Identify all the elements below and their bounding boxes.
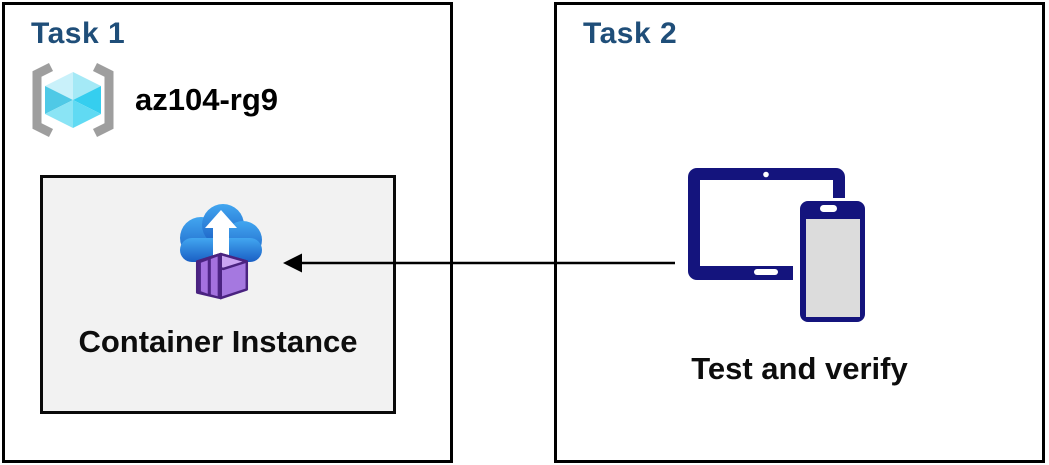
right-bracket: [92, 62, 114, 138]
task1-box: Task 1 az104-rg9: [2, 2, 453, 463]
container-instance-icon: [180, 204, 262, 300]
upload-arrow-icon: [205, 210, 237, 256]
task1-title: Task 1: [31, 17, 126, 50]
home-button: [754, 269, 778, 275]
container-instance-box: Container Instance: [40, 175, 396, 414]
container-instance-label: Container Instance: [78, 324, 358, 359]
left-arrow-icon: [283, 253, 675, 273]
left-bracket: [32, 62, 54, 138]
cube-icon: [45, 72, 101, 128]
phone-screen: [806, 219, 860, 317]
speaker-slot: [820, 205, 837, 212]
test-and-verify-label: Test and verify: [691, 351, 908, 386]
container-shape: [195, 252, 249, 300]
resource-group: az104-rg9: [27, 60, 278, 140]
task2-title: Task 2: [583, 17, 678, 50]
arrowhead: [283, 253, 302, 273]
task2-box: Task 2 Test and verify: [554, 2, 1045, 463]
devices-icon: [688, 168, 872, 329]
resource-group-icon: [32, 62, 114, 138]
camera-dot: [763, 171, 769, 178]
resource-group-name: az104-rg9: [135, 82, 279, 117]
phone-icon: [800, 201, 865, 322]
